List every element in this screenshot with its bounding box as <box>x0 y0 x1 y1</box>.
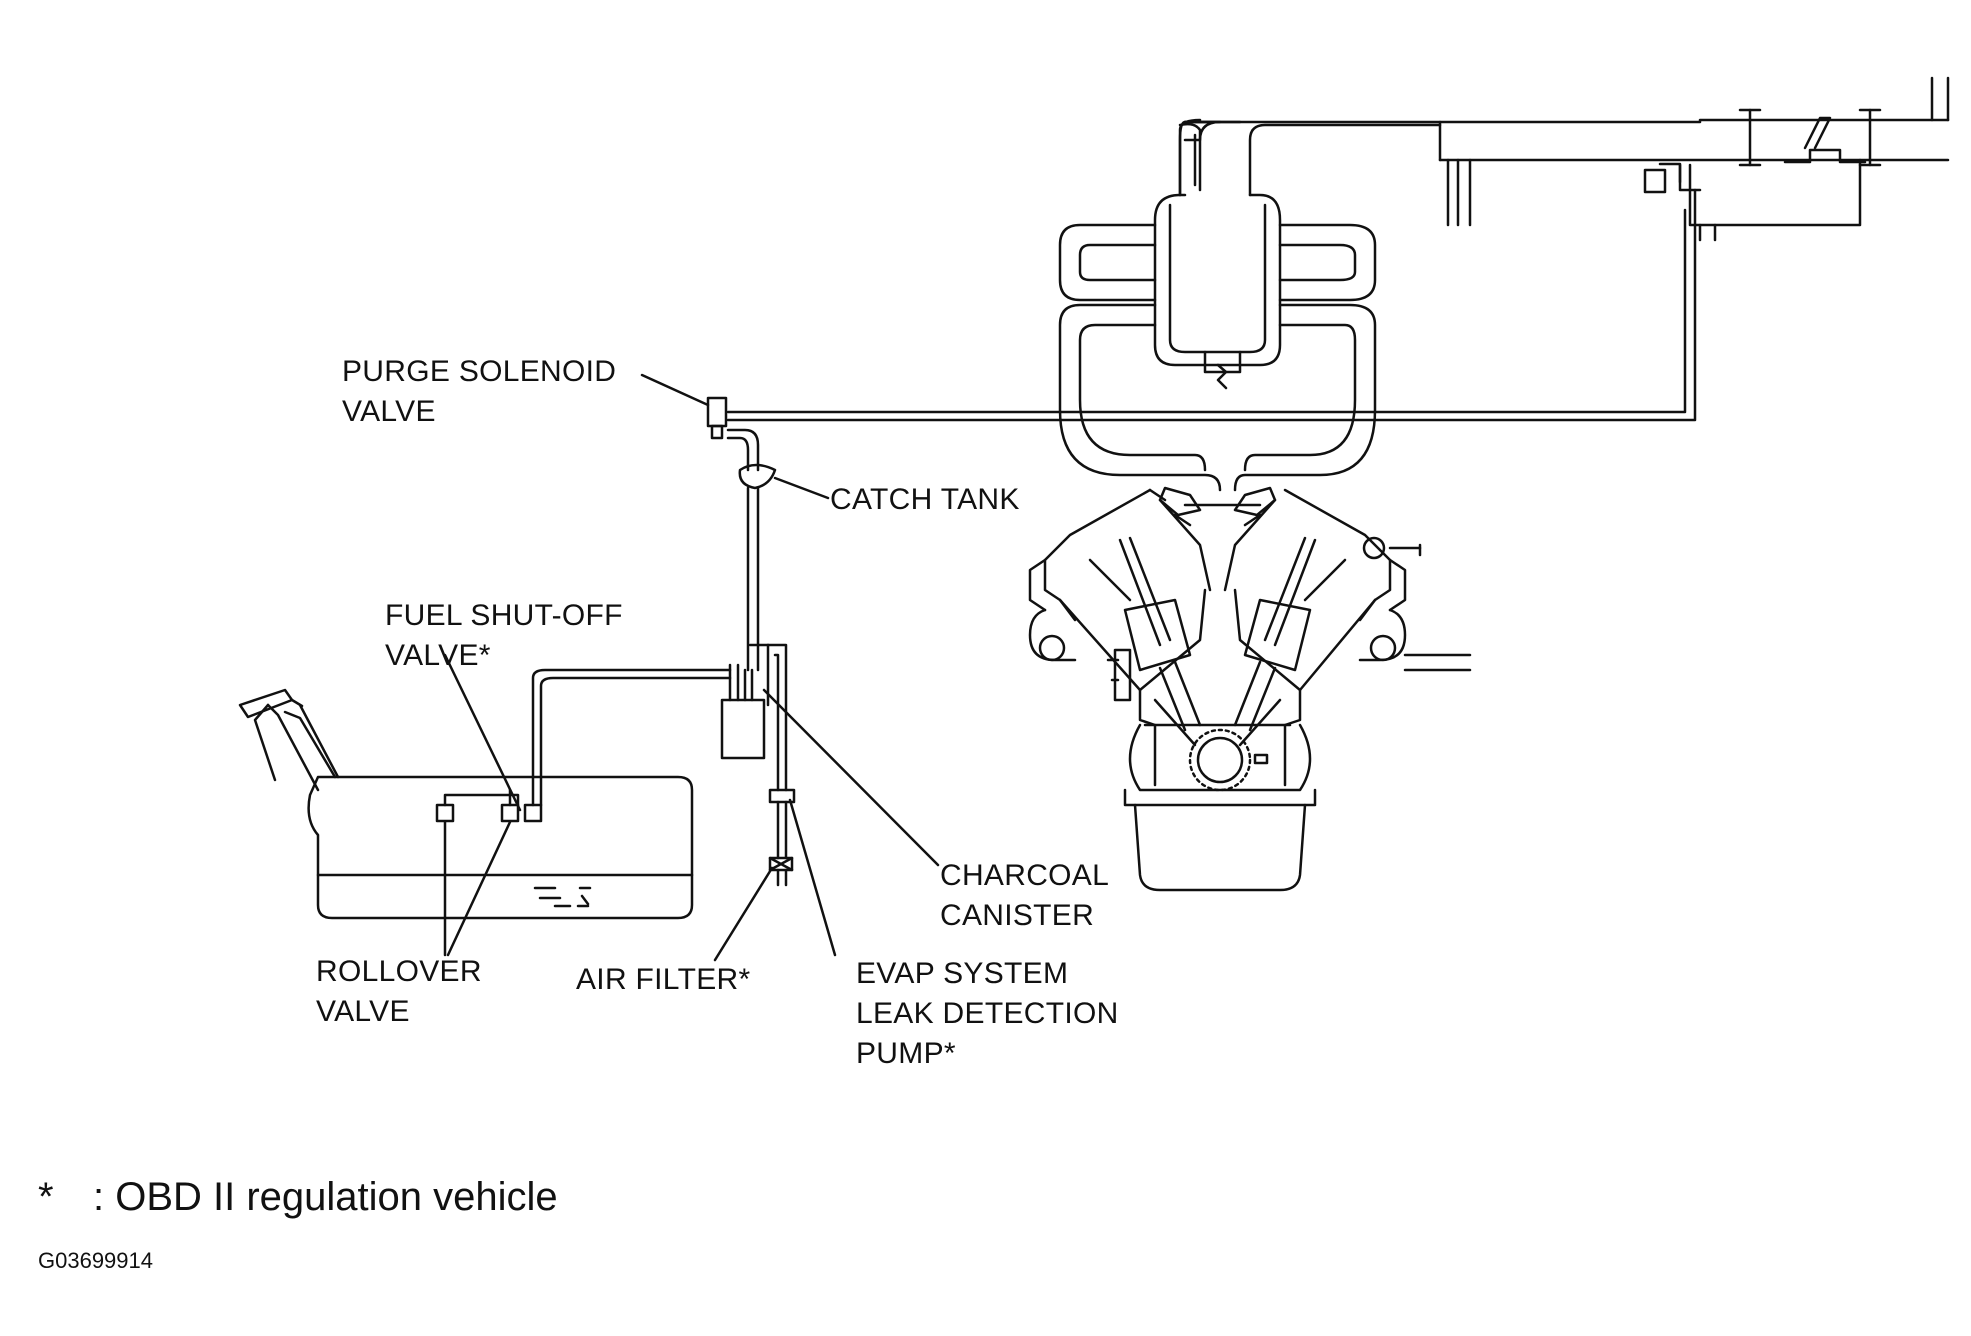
engine <box>1028 486 1472 892</box>
figure-id: G03699914 <box>38 1248 153 1273</box>
catch-tank <box>738 463 830 672</box>
purge-hose-intake <box>726 188 1697 422</box>
intake-duct <box>1183 76 1950 242</box>
label-catch-tank: CATCH TANK <box>830 483 1020 516</box>
label-rollover-valve: ROLLOVER VALVE <box>316 955 482 1028</box>
air-filter <box>713 856 794 962</box>
footnote-text: : OBD II regulation vehicle <box>93 1175 558 1219</box>
purge-solenoid-valve <box>640 373 760 472</box>
tank-valves <box>435 653 732 957</box>
label-air-filter: AIR FILTER* <box>576 963 751 996</box>
label-purge-solenoid-valve: PURGE SOLENOID VALVE <box>342 355 617 428</box>
intake-manifold <box>1058 118 1442 492</box>
leak-detection-pump <box>768 788 837 957</box>
charcoal-canister <box>720 643 940 867</box>
label-evap-leak-detection-pump: EVAP SYSTEM LEAK DETECTION PUMP* <box>856 957 1119 1070</box>
footnote: * : OBD II regulation vehicle <box>38 1175 558 1220</box>
label-charcoal-canister: CHARCOAL CANISTER <box>940 859 1110 932</box>
fuel-tank <box>238 688 694 920</box>
label-fuel-shutoff-valve: FUEL SHUT-OFF VALVE* <box>385 599 623 672</box>
footnote-symbol: * <box>38 1175 54 1219</box>
